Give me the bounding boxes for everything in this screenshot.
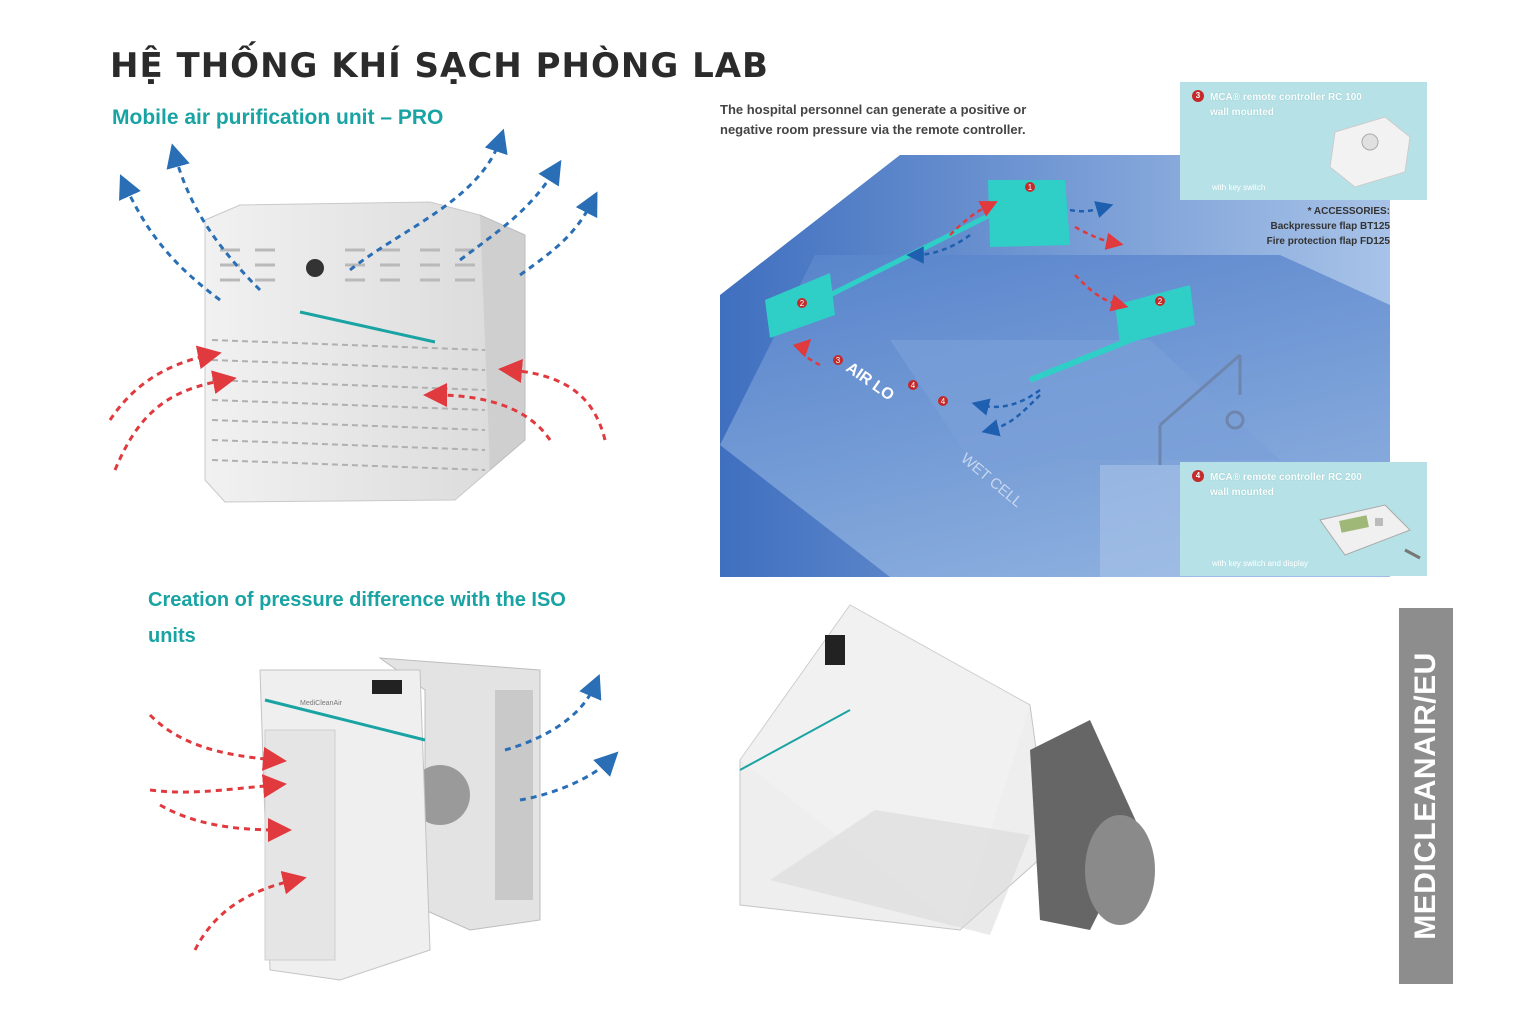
marker-4a: 4 bbox=[911, 381, 916, 390]
ceiling-unit-illustration bbox=[739, 604, 1155, 935]
accessory-fire-protection-flap: Fire protection flap FD125 bbox=[1266, 236, 1390, 247]
rc200-note: with key switch and display bbox=[1212, 559, 1309, 568]
rc100-note: with key switch bbox=[1212, 183, 1266, 192]
mobile-unit-illustration bbox=[108, 128, 607, 503]
marker-3: 3 bbox=[836, 356, 841, 365]
rc100-card: 3 MCA® remote controller RC 100 wall moun… bbox=[1180, 82, 1427, 200]
marker-2a: 2 bbox=[800, 299, 805, 308]
iso-unit-logo: MediCleanAir bbox=[300, 700, 343, 707]
pressure-difference-subtitle: Creation of pressure difference with the… bbox=[148, 589, 566, 647]
iso-units-illustration: MediCleanAir bbox=[148, 657, 619, 981]
accessory-backpressure-flap: Backpressure flap BT125 bbox=[1270, 221, 1390, 232]
marker-4b: 4 bbox=[941, 397, 946, 406]
rc200-subtitle: wall mounted bbox=[1210, 487, 1274, 498]
brand-sidebar-text: MEDICLEANAIR/EU bbox=[1409, 652, 1442, 940]
mobile-unit-subtitle: Mobile air purification unit – PRO bbox=[112, 106, 444, 129]
diagram-description: The hospital personnel can generate a po… bbox=[720, 102, 1027, 137]
rc200-number: 4 bbox=[1192, 470, 1204, 482]
rc100-title: MCA® remote controller RC 100 bbox=[1210, 92, 1362, 103]
rc100-subtitle: wall mounted bbox=[1210, 107, 1274, 118]
page-title: HỆ THỐNG KHÍ SẠCH PHÒNG LAB bbox=[110, 46, 769, 86]
rc100-number: 3 bbox=[1192, 90, 1204, 102]
accessories-list: * ACCESSORIES: Backpressure flap BT125 F… bbox=[1200, 204, 1390, 249]
brand-sidebar: MEDICLEANAIR/EU bbox=[1399, 608, 1453, 984]
rc100-device-image bbox=[1329, 116, 1411, 188]
marker-1: 1 bbox=[1028, 183, 1033, 192]
accessories-heading: * ACCESSORIES: bbox=[1307, 206, 1390, 217]
marker-2b: 2 bbox=[1158, 297, 1163, 306]
rc200-title: MCA® remote controller RC 200 bbox=[1210, 472, 1362, 483]
rc200-card: 4 MCA® remote controller RC 200 wall moun… bbox=[1180, 462, 1427, 576]
rc200-device-image bbox=[1319, 504, 1421, 560]
